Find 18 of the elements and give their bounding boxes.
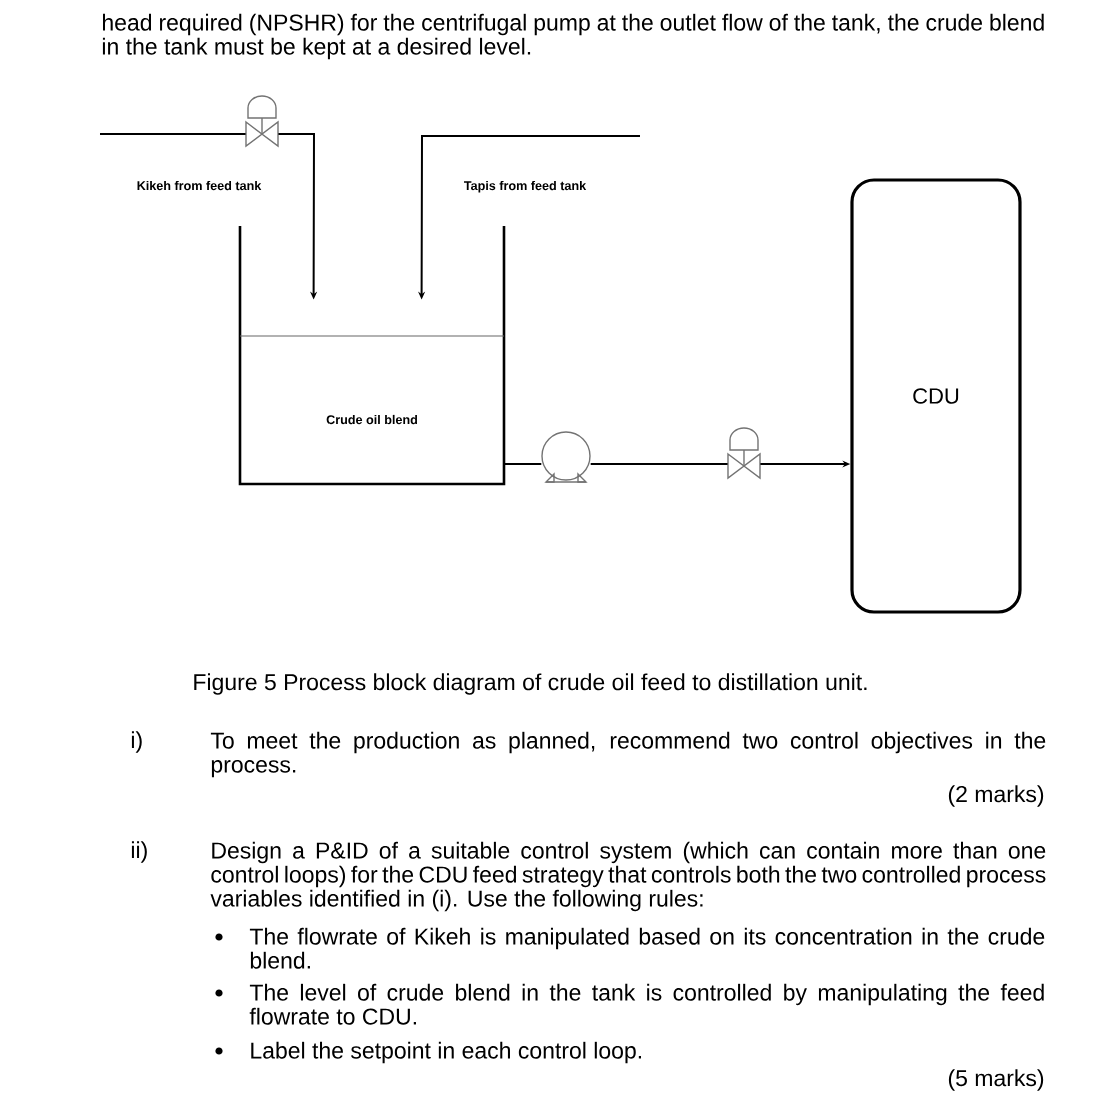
control-valve <box>727 427 761 480</box>
pump-symbol <box>541 431 591 483</box>
bullet-text: The level of crude blend in the tank is controlled by manipulating the feed flowrate to CDU. <box>249 983 1044 1025</box>
paragraph-text: To meet the production as planned, recommend two control objectives in the process. <box>210 731 1046 778</box>
figure-caption: Figure 5 Process block diagram of crude oil feed to distillation unit. <box>194 673 867 695</box>
marks-text: (5 marks) <box>948 1069 1044 1091</box>
paragraph-text: Design a P&ID of a suitable control system (which can contain more than one control loops) for the CDU feed strategy that controls both the two controlled process variables identified in (i). Use the following rules: <box>210 841 1046 912</box>
paragraph-text: head required (NPSHR) for the centrifugal pump at the outlet flow of the tank, the crude blend in the tank must be kept at a desired level. <box>102 13 1044 60</box>
pipe-line <box>99 133 247 135</box>
question-number: ii) <box>131 841 147 863</box>
question-number: i) <box>131 731 142 753</box>
bullet-text: Label the setpoint in each control loop. <box>251 1041 642 1064</box>
control-valve <box>245 95 279 148</box>
marks-text: (2 marks) <box>948 785 1044 807</box>
pipe-line <box>589 463 729 465</box>
column-vessel: CDU <box>850 178 1022 614</box>
pipe-line <box>503 463 543 465</box>
bullet-text: The flowrate of Kikeh is manipulated based on its concentration in the crude blend. <box>249 927 1045 969</box>
